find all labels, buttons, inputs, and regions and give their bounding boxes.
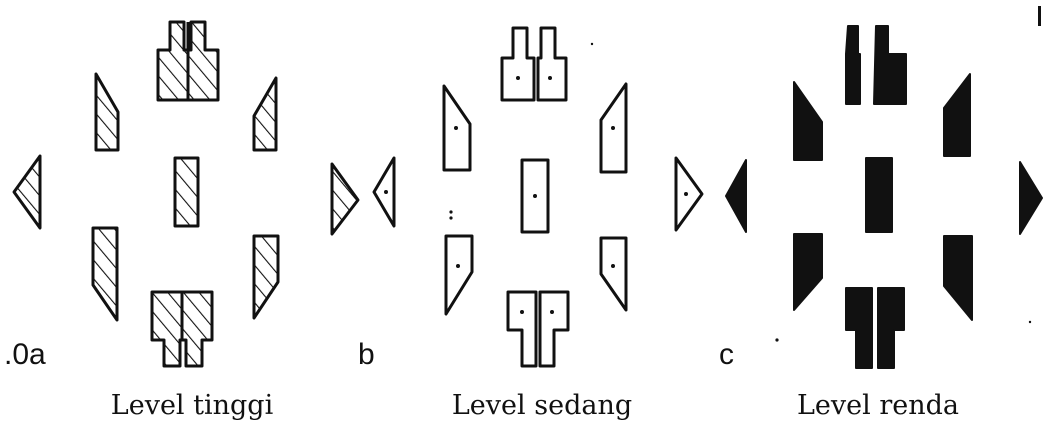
bottom-pin-shape (150, 290, 214, 368)
upper-right-blade (599, 82, 628, 174)
speckles (449, 42, 594, 220)
upper-left-blade (793, 81, 823, 161)
caption-level-renda: Level renda (796, 390, 959, 421)
panel-letter-b: b (358, 338, 375, 371)
top-pin-shape (845, 25, 907, 105)
panel-a (12, 20, 280, 368)
center-bar (520, 158, 550, 234)
upper-left-blade (94, 72, 120, 152)
panel-letter-a: .0a (4, 338, 46, 371)
lower-left-blade (444, 234, 474, 316)
lower-right-blade (252, 234, 280, 320)
upper-left-blade (442, 84, 472, 172)
right-solid-triangle (1019, 161, 1043, 235)
panel-letter-c: c (719, 338, 734, 371)
lower-left-blade (793, 233, 823, 311)
lower-right-blade (943, 235, 973, 321)
center-bar (173, 156, 200, 228)
left-triangle (12, 154, 42, 230)
left-outline-triangle (674, 156, 704, 232)
left-hatched-triangle (330, 162, 360, 236)
lower-right-blade (599, 236, 628, 312)
panel-c (674, 6, 1043, 369)
bottom-pin-shape (506, 290, 570, 368)
center-bar (865, 157, 893, 233)
left-solid-triangle (725, 159, 747, 233)
top-pin-shape (156, 20, 220, 102)
caption-level-tinggi: Level tinggi (110, 390, 274, 421)
left-outline-triangle (372, 156, 396, 228)
speckles (775, 6, 1041, 342)
caption-level-sedang: Level sedang (451, 390, 633, 421)
lower-left-blade (91, 226, 119, 322)
panel-b (330, 26, 628, 368)
top-pin-shape (500, 26, 568, 102)
bottom-pin-shape (845, 287, 905, 369)
upper-right-blade (943, 73, 971, 157)
upper-right-blade (252, 76, 278, 152)
